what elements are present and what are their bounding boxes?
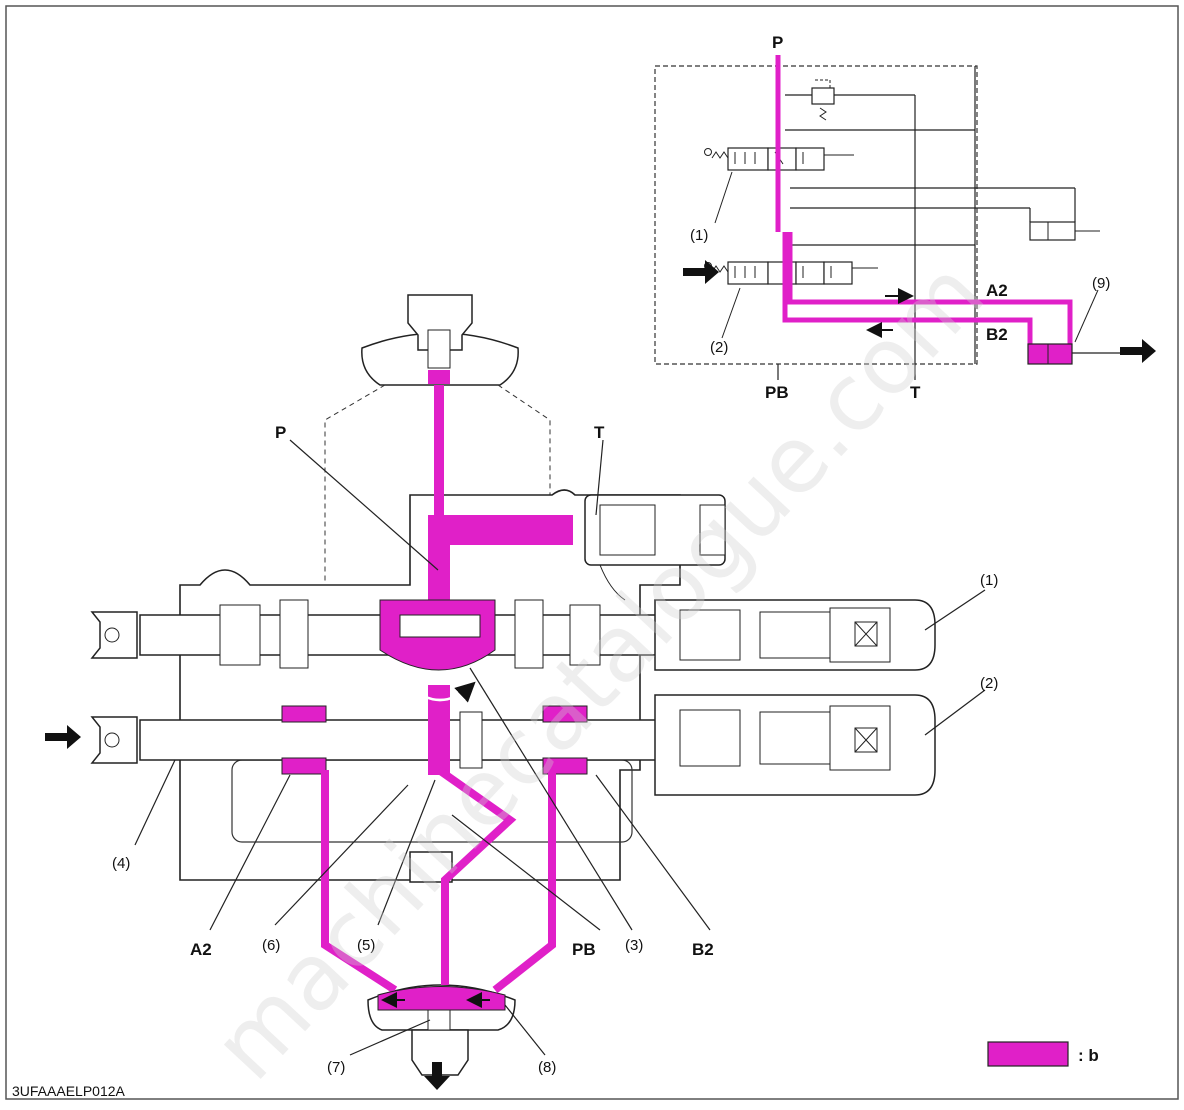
relief-valve-symbol: [811, 87, 835, 105]
section-label-7: (7): [327, 1059, 345, 1076]
section-label-5: (5): [357, 937, 375, 954]
schematic-label-a2: A2: [986, 281, 1008, 300]
section-label-6: (6): [262, 937, 280, 954]
valve-section-view: P T A2 B2 PB (1) (2) (3) (4) (5) (6) (7)…: [45, 294, 998, 1090]
schematic-label-9: (9): [1092, 275, 1110, 292]
schematic-valve-1: [704, 147, 854, 171]
section-label-2: (2): [980, 675, 998, 692]
schematic-label-pb: PB: [765, 383, 789, 402]
section-label-1: (1): [980, 572, 998, 589]
schematic-label-p: P: [772, 33, 783, 52]
schematic-flow-path: [775, 55, 1073, 350]
bottom-fitting-nut: [411, 1029, 469, 1076]
section-label-p: P: [275, 423, 286, 442]
schematic-label-t: T: [910, 383, 921, 402]
legend-swatch: [987, 1041, 1069, 1067]
output-arrow-bottom: [424, 1062, 450, 1090]
schematic-cylinder-1: [1029, 221, 1076, 241]
output-arrow-cylinder: [1120, 339, 1156, 363]
section-label-3: (3): [625, 937, 643, 954]
top-fitting-nut: [407, 294, 473, 351]
spool-2: [90, 711, 661, 769]
actuator-1: [654, 599, 936, 671]
legend-label: : b: [1078, 1046, 1099, 1065]
schematic-label-2: (2): [710, 339, 728, 356]
section-label-t: T: [594, 423, 605, 442]
schematic-cylinder-9: [1027, 343, 1073, 365]
schematic-boundary: [654, 65, 978, 365]
legend: : b: [987, 1041, 1099, 1067]
section-label-8: (8): [538, 1059, 556, 1076]
input-arrow-spool-2: [45, 725, 81, 749]
figure-frame: [5, 5, 1179, 1100]
input-arrow-valve-2: [683, 260, 719, 284]
schematic-label-b2: B2: [986, 325, 1008, 344]
section-label-a2: A2: [190, 940, 212, 959]
figure-code: 3UFAAAELP012A: [12, 1083, 126, 1099]
hydraulic-schematic: P PB T A2 B2 (1) (2) (9): [654, 33, 1156, 402]
section-label-4: (4): [112, 855, 130, 872]
flow-arrow-spool: [407, 681, 476, 703]
relief-cartridge: [584, 494, 726, 601]
schematic-label-1: (1): [690, 227, 708, 244]
actuator-2: [654, 694, 936, 796]
section-label-b2: B2: [692, 940, 714, 959]
section-label-pb: PB: [572, 940, 596, 959]
